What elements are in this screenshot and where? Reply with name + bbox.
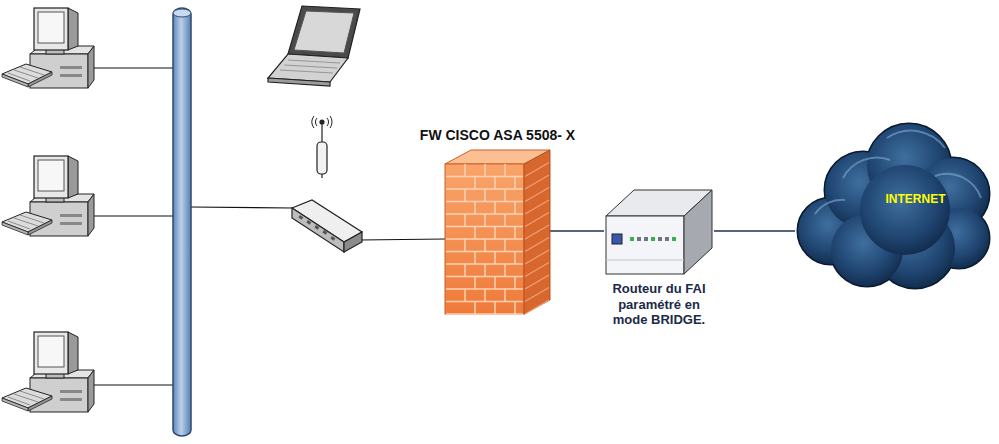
- desktop-computer: [2, 332, 94, 412]
- desktop-computer: [2, 8, 94, 88]
- network-link: [550, 230, 604, 231]
- device-label: Routeur du FAI paramétré en mode BRIDGE.: [602, 281, 716, 328]
- desktop-computer: [2, 156, 94, 236]
- node-label: INTERNET: [886, 192, 946, 206]
- device-label: FW CISCO ASA 5508- X: [419, 127, 577, 144]
- wifi-access-point: [292, 116, 362, 252]
- router-icon: Routeur du FAI paramétré en mode BRIDGE.: [604, 186, 714, 276]
- firewall-icon: FW CISCO ASA 5508- X: [445, 150, 550, 315]
- cloud-shape-outline: [795, 118, 992, 292]
- firewall-icon-outline: [445, 150, 550, 315]
- router-icon-outline: [604, 186, 714, 276]
- bus-wires: [86, 68, 445, 385]
- network-bus: [173, 8, 191, 436]
- laptop: [268, 6, 360, 86]
- network-link: [714, 230, 795, 231]
- cloud-shape: INTERNET: [795, 118, 992, 292]
